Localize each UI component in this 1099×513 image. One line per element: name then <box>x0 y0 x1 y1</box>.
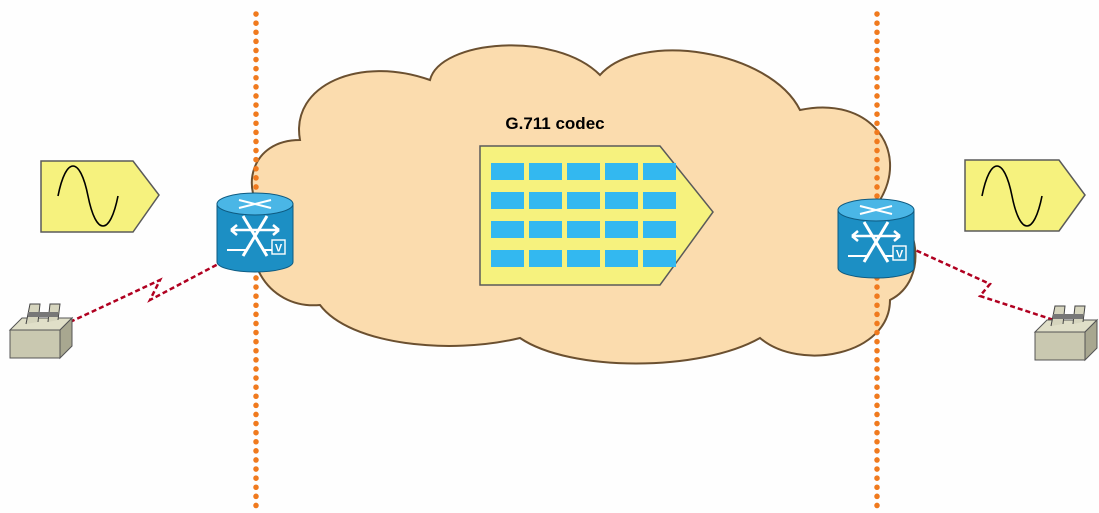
codec-cell <box>491 192 524 209</box>
codec-cell <box>567 192 600 209</box>
codec-cell <box>605 163 638 180</box>
voice-router-icon: V <box>837 198 915 279</box>
left-serial-link <box>69 260 223 324</box>
codec-cell <box>643 250 676 267</box>
codec-cell <box>643 221 676 238</box>
codec-cell <box>567 250 600 267</box>
codec-cell <box>529 192 562 209</box>
codec-cell <box>643 163 676 180</box>
analog-sine-wave-icon <box>40 160 160 233</box>
codec-label: G.711 codec <box>505 114 605 133</box>
codec-cell <box>491 163 524 180</box>
voice-router-icon: V <box>216 192 294 273</box>
codec-cell <box>605 192 638 209</box>
codec-cell <box>643 192 676 209</box>
telephone-icon <box>8 303 74 360</box>
right-serial-link <box>901 242 1061 324</box>
codec-cell <box>491 250 524 267</box>
analog-sine-wave-icon <box>964 159 1086 232</box>
codec-cell-grid <box>491 163 676 267</box>
codec-cell <box>491 221 524 238</box>
codec-cell <box>529 221 562 238</box>
codec-cell <box>529 163 562 180</box>
codec-cell <box>529 250 562 267</box>
router-v-badge: V <box>275 243 283 255</box>
telephone-icon <box>1033 305 1099 362</box>
codec-cell <box>567 221 600 238</box>
router-v-badge: V <box>896 249 904 261</box>
codec-cell <box>605 221 638 238</box>
codec-cell <box>605 250 638 267</box>
codec-cell <box>567 163 600 180</box>
